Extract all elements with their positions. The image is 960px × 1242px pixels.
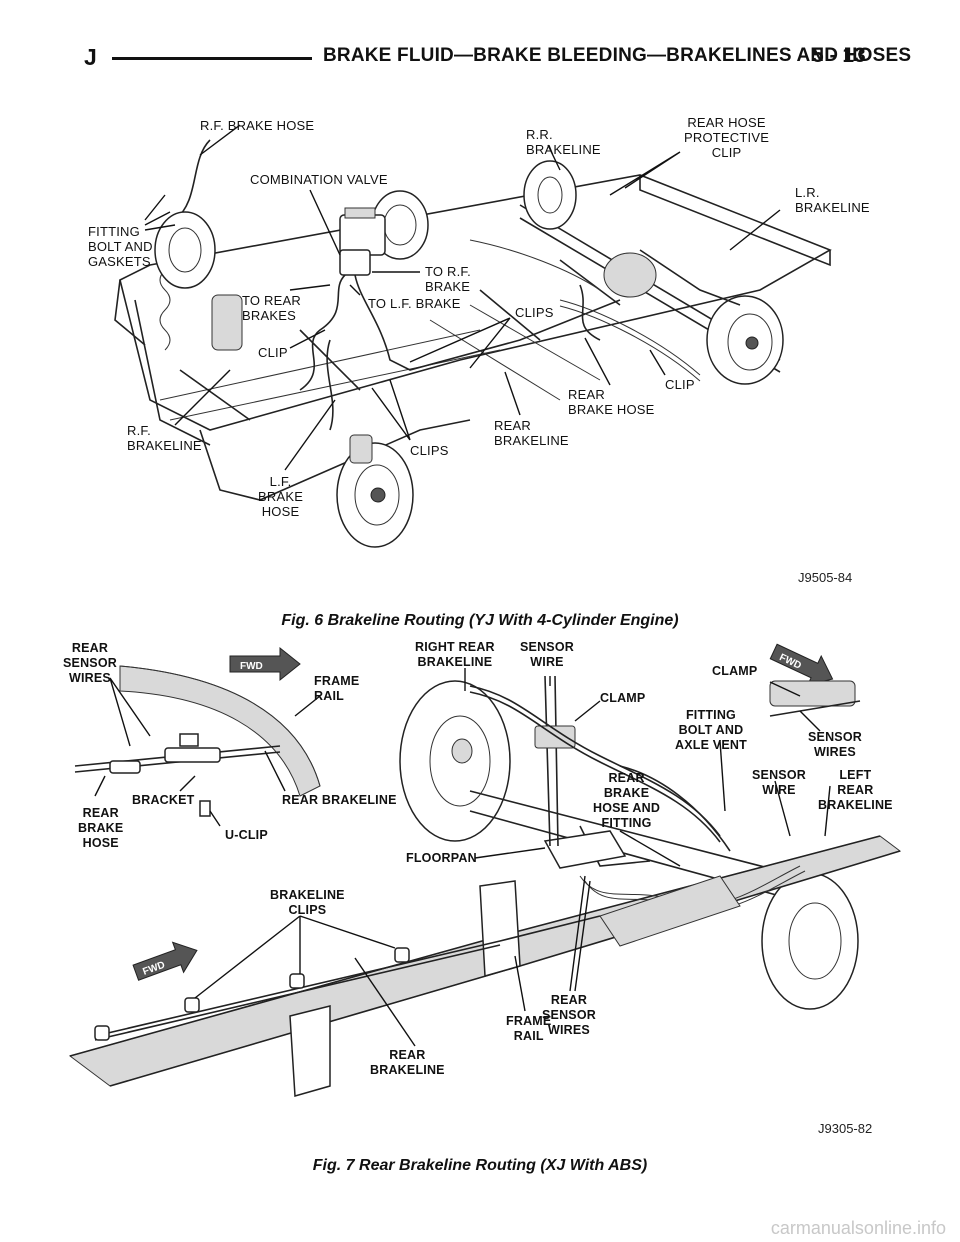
- label-to-lf-brake: TO L.F. BRAKE: [368, 296, 461, 311]
- page-number: 5 - 13: [812, 44, 866, 67]
- label-to-rear-brakes: TO REAR BRAKES: [242, 293, 301, 323]
- label-fitting-bolt-gaskets: FITTING BOLT AND GASKETS: [88, 224, 153, 269]
- label-rf-brakeline: R.F. BRAKELINE: [127, 423, 202, 453]
- label-frame-rail-top: FRAME RAIL: [314, 674, 360, 703]
- figure-6-caption: Fig. 6 Brakeline Routing (YJ With 4-Cyli…: [281, 612, 679, 629]
- label-clip-left: CLIP: [258, 345, 288, 360]
- label-rear-sensor-wires-bottom: REAR SENSOR WIRES: [542, 993, 596, 1037]
- section-letter: J: [84, 44, 97, 70]
- figure-6-image-code: J9505-84: [798, 570, 853, 585]
- label-u-clip: U-CLIP: [225, 828, 268, 842]
- label-rear-sensor-wires-top: REAR SENSOR WIRES: [63, 641, 117, 685]
- label-rear-brake-hose-inset: REAR BRAKE HOSE: [78, 806, 124, 850]
- figure-7-caption: Fig. 7 Rear Brakeline Routing (XJ With A…: [312, 1157, 648, 1174]
- figure-6-illustration: [114, 124, 832, 548]
- label-frame-rail-bottom: FRAME RAIL: [506, 1014, 552, 1043]
- section-title: BRAKE FLUID—BRAKE BLEEDING—BRAKELINES AN…: [323, 45, 912, 66]
- figure-7-illustration: FWD FWD FWD: [68, 643, 902, 1097]
- header-rule: [112, 57, 312, 60]
- label-left-rear-brakeline: LEFT REAR BRAKELINE: [818, 768, 893, 812]
- label-sensor-wires-right: SENSOR WIRES: [808, 730, 862, 759]
- label-clips-upper: CLIPS: [515, 305, 554, 320]
- label-clip-right: CLIP: [665, 377, 695, 392]
- label-rf-brake-hose: R.F. BRAKE HOSE: [200, 118, 315, 133]
- label-rear-hose-protective-clip: REAR HOSE PROTECTIVE CLIP: [684, 115, 770, 160]
- label-lf-brake-hose: L.F. BRAKE HOSE: [258, 474, 304, 519]
- label-rear-brake-hose: REAR BRAKE HOSE: [568, 387, 655, 417]
- figure-7: FWD FWD FWD: [0, 636, 960, 1146]
- label-fitting-bolt-axle-vent: FITTING BOLT AND AXLE VENT: [675, 708, 747, 752]
- label-rear-brakeline-bottom: REAR BRAKELINE: [370, 1048, 445, 1077]
- label-lr-brakeline: L.R. BRAKELINE: [795, 185, 870, 215]
- page-header: J BRAKE FLUID—BRAKE BLEEDING—BRAKELINES …: [0, 0, 960, 100]
- label-sensor-wire-top: SENSOR WIRE: [520, 640, 574, 669]
- label-clips-lower: CLIPS: [410, 443, 449, 458]
- label-floorpan: FLOORPAN: [406, 851, 477, 865]
- label-right-rear-brakeline: RIGHT REAR BRAKELINE: [415, 640, 495, 669]
- fwd-badge-top: FWD: [240, 661, 263, 672]
- label-clamp-mid: CLAMP: [600, 691, 646, 705]
- figure-6: R.F. BRAKE HOSE COMBINATION VALVE R.R. B…: [0, 100, 960, 610]
- label-to-rf-brake: TO R.F. BRAKE: [425, 264, 471, 294]
- label-brakeline-clips: BRAKELINE CLIPS: [270, 888, 345, 917]
- figure-7-image-code: J9305-82: [818, 1121, 873, 1136]
- label-combination-valve: COMBINATION VALVE: [250, 172, 388, 187]
- label-sensor-wire-right: SENSOR WIRE: [752, 768, 806, 797]
- label-rr-brakeline: R.R. BRAKELINE: [526, 127, 601, 157]
- label-bracket: BRACKET: [132, 793, 195, 807]
- label-rear-brake-hose-and-fitting: REAR BRAKE HOSE AND FITTING: [593, 771, 661, 830]
- label-rear-brakeline: REAR BRAKELINE: [494, 418, 569, 448]
- label-clamp-right: CLAMP: [712, 664, 758, 678]
- watermark: carmanualsonline.info: [770, 1218, 946, 1238]
- label-rear-brakeline-inset: REAR BRAKELINE: [282, 793, 397, 807]
